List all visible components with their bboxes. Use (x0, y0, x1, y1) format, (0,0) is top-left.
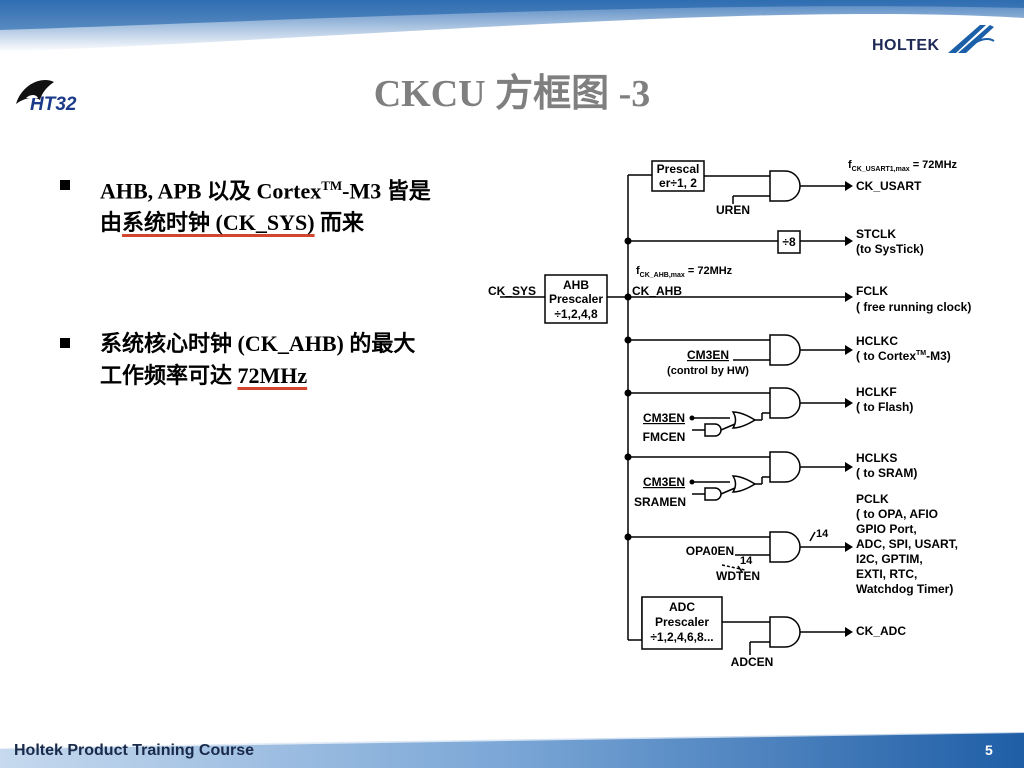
svg-text:HCLKC: HCLKC (856, 334, 898, 348)
ck-adc-out: CK_ADC (856, 624, 906, 638)
ck-usart-out: CK_USART (856, 179, 922, 193)
bullet-square-icon (60, 338, 70, 348)
or-gate-hclkf (731, 411, 757, 429)
and-gate-sramen (704, 487, 722, 501)
cm3en-label: CM3EN (687, 348, 729, 362)
svg-text:Prescaler: Prescaler (549, 292, 603, 306)
svg-text:er÷1, 2: er÷1, 2 (659, 176, 697, 190)
and-gate-usart (769, 170, 801, 202)
ck-sys-label: CK_SYS (488, 284, 536, 298)
svg-text:14: 14 (740, 555, 753, 567)
div8-box (777, 230, 801, 254)
svg-text:÷1,2,4,6,8...: ÷1,2,4,6,8... (650, 630, 713, 644)
svg-text:HCLKF: HCLKF (856, 385, 897, 399)
and-gate-hclkc (769, 334, 801, 366)
ck-ahb-label: CK_AHB (632, 284, 682, 298)
svg-text:FCLK: FCLK (856, 284, 888, 298)
ht32-logo: HT32 (16, 80, 76, 116)
svg-text:( to Flash): ( to Flash) (856, 400, 913, 414)
and-gate-adc (769, 616, 801, 648)
opa0en-label: OPA0EN (686, 544, 734, 558)
svg-text:PCLK: PCLK (856, 492, 889, 506)
svg-text:CM3EN: CM3EN (643, 411, 685, 425)
svg-text:(to SysTick): (to SysTick) (856, 242, 924, 256)
page-title: CKCU 方框图 -3 (373, 73, 651, 115)
fmax-usart: fCK_USART1,max = 72MHz (848, 159, 958, 173)
fmcen-label: FMCEN (643, 430, 686, 444)
svg-text:EXTI, RTC,: EXTI, RTC, (856, 567, 917, 581)
fmax-ahb: fCK_AHB,max = 72MHz (636, 265, 733, 279)
svg-text:Watchdog Timer): Watchdog Timer) (856, 582, 953, 596)
page-number: 5 (985, 742, 993, 758)
svg-text:ADC, SPI, USART,: ADC, SPI, USART, (856, 537, 958, 551)
holtek-wing-icon (948, 25, 995, 53)
ahb-prescaler-box (544, 274, 608, 324)
svg-text:ADC: ADC (669, 600, 695, 614)
and-gate-pclk (769, 531, 801, 563)
svg-text:( to SRAM): ( to SRAM) (856, 466, 917, 480)
bullet-text: AHB, APB 以及 CortexTM-M3 皆是 由系统时钟 (CK_SYS… (100, 178, 431, 236)
div8-label: ÷8 (782, 235, 796, 249)
or-gate-hclks (731, 475, 757, 493)
svg-text:CM3EN: CM3EN (643, 475, 685, 489)
holtek-logo: HOLTEK (872, 25, 995, 55)
svg-text:14: 14 (816, 528, 829, 540)
footer-course: Holtek Product Training Course (14, 742, 255, 759)
svg-text:( to CortexTM-M3): ( to CortexTM-M3) (856, 349, 951, 363)
orca-icon (16, 80, 54, 104)
svg-text:Prescaler: Prescaler (655, 615, 709, 629)
and-gate-fmcen (704, 423, 722, 437)
svg-text:GPIO Port,: GPIO Port, (856, 522, 917, 536)
bullet-text: 系统核心时钟 (CK_AHB) 的最大 工作频率可达 72MHz (100, 331, 416, 388)
wdten-label: WDTEN (716, 569, 760, 583)
sramen-label: SRAMEN (634, 495, 686, 509)
svg-text:÷1,2,4,8: ÷1,2,4,8 (554, 307, 598, 321)
and-gate-hclks (769, 451, 801, 483)
svg-text:( free running clock): ( free running clock) (856, 300, 971, 314)
bullet-square-icon (60, 180, 70, 190)
svg-text:I2C, GPTIM,: I2C, GPTIM, (856, 552, 923, 566)
and-gate-hclkf (769, 387, 801, 419)
uren-label: UREN (716, 203, 750, 217)
svg-text:( to OPA, AFIO: ( to OPA, AFIO (856, 507, 938, 521)
svg-text:Prescal: Prescal (657, 162, 700, 176)
svg-text:AHB: AHB (563, 278, 589, 292)
svg-text:(control by HW): (control by HW) (667, 365, 749, 377)
adc-prescaler-box (641, 596, 723, 650)
svg-text:STCLK: STCLK (856, 227, 896, 241)
adcen-label: ADCEN (731, 655, 774, 669)
svg-text:HCLKS: HCLKS (856, 451, 897, 465)
